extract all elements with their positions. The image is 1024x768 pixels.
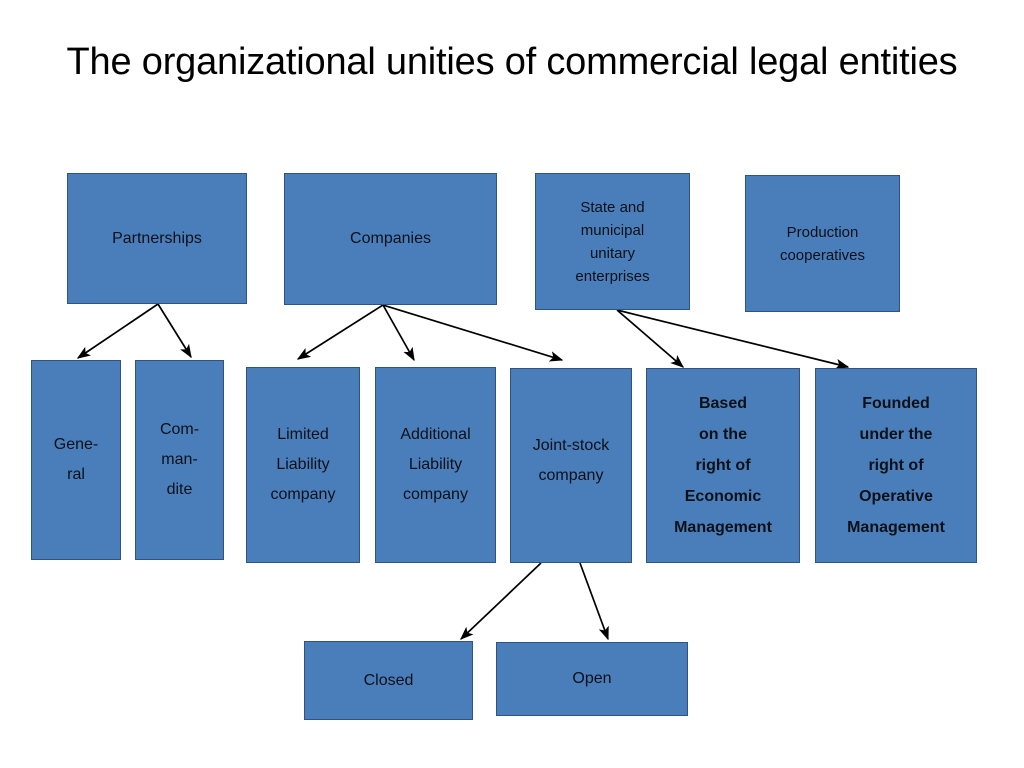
node-partnerships[interactable]: Partnerships [67, 173, 247, 304]
edge-state-municipal-economic [616, 309, 685, 368]
node-companies[interactable]: Companies [284, 173, 497, 305]
node-economic-management[interactable]: Based on the right of Economic Managemen… [646, 368, 800, 563]
edge-companies-joint-stock [382, 304, 564, 362]
node-state-municipal-unitary-enterprises[interactable]: State and municipal unitary enterprises [535, 173, 690, 310]
edge-partnerships-commandite [157, 303, 192, 359]
node-closed-joint-stock[interactable]: Closed [304, 641, 473, 720]
node-joint-stock-company[interactable]: Joint-stock company [510, 368, 632, 563]
page-title: The organizational unities of commercial… [66, 41, 958, 83]
edge-partnerships-general [76, 303, 159, 359]
node-production-cooperatives[interactable]: Production cooperatives [745, 175, 900, 312]
edge-state-municipal-operative [616, 309, 850, 370]
node-limited-liability-company[interactable]: Limited Liability company [246, 367, 360, 563]
node-general-partnership[interactable]: Gene- ral [31, 360, 121, 560]
edge-joint-stock-closed [460, 562, 542, 640]
edge-companies-additional-liability [382, 304, 415, 362]
edge-joint-stock-open [579, 562, 609, 641]
node-operative-management[interactable]: Founded under the right of Operative Man… [815, 368, 977, 563]
node-open-joint-stock[interactable]: Open [496, 642, 688, 716]
node-additional-liability-company[interactable]: Additional Liability company [375, 367, 496, 563]
edge-companies-limited-liability [296, 304, 384, 360]
node-commandite-partnership[interactable]: Com- man- dite [135, 360, 224, 560]
